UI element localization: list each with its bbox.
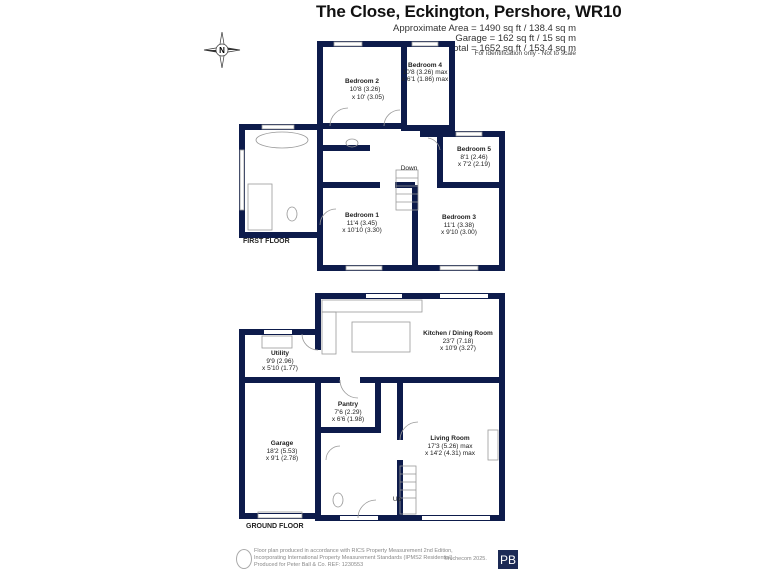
room-dimension: x 7'2 (2.19) xyxy=(458,161,490,168)
room-dimension: x 9'1 (2.78) xyxy=(266,455,298,462)
room-name: Bedroom 1 xyxy=(345,212,379,219)
room-dimension: x 5'10 (1.77) xyxy=(262,365,298,372)
footer-line: Floor plan produced in accordance with R… xyxy=(254,548,453,554)
room-dimension: 11'1 (3.38) xyxy=(444,222,474,229)
room-dimension: 17'3 (5.26) max xyxy=(428,443,474,450)
scale-note: For identification only - Not to scale xyxy=(474,50,576,57)
info-icon xyxy=(236,549,252,569)
ground-floor-walls xyxy=(239,293,505,521)
first-floor-label: FIRST FLOOR xyxy=(243,238,290,245)
property-title: The Close, Eckington, Pershore, WR10 xyxy=(316,2,622,21)
room-name: Bedroom 5 xyxy=(457,146,491,153)
compass-label: N xyxy=(219,46,225,55)
room-bedroom-4: Bedroom 4 10'8 (3.26) max x 6'1 (1.86) m… xyxy=(402,62,449,83)
room-name: Garage xyxy=(271,440,294,447)
room-living-room: Living Room 17'3 (5.26) max x 14'2 (4.31… xyxy=(425,435,476,457)
room-name: Kitchen / Dining Room xyxy=(423,330,493,337)
room-garage: Garage 18'2 (5.53) x 9'1 (2.78) xyxy=(266,440,298,462)
agent-logo: PB xyxy=(498,550,518,569)
room-dimension: 10'8 (3.26) max xyxy=(403,69,449,76)
stairs-up-label: Up xyxy=(393,496,402,503)
room-bedroom-2: Bedroom 2 10'8 (3.26) x 10' (3.05) xyxy=(345,78,384,101)
copyright: ©nichecom 2025. xyxy=(444,556,487,562)
room-dimension: 18'2 (5.53) xyxy=(267,448,298,455)
room-bedroom-5: Bedroom 5 8'1 (2.46) x 7'2 (2.19) xyxy=(457,146,491,168)
total-area: Total = 1652 sq ft / 153.4 sq m xyxy=(448,43,576,54)
ground-floor-label: GROUND FLOOR xyxy=(246,523,304,530)
room-dimension: x 10'10 (3.30) xyxy=(342,227,382,234)
room-name: Living Room xyxy=(430,435,470,442)
room-name: Bedroom 3 xyxy=(442,214,476,221)
room-dimension: x 6'6 (1.98) xyxy=(332,416,364,423)
garage-area: Garage = 162 sq ft / 15 sq m xyxy=(455,33,576,44)
room-pantry: Pantry 7'6 (2.29) x 6'6 (1.98) xyxy=(332,401,364,423)
room-utility: Utility 9'9 (2.96) x 5'10 (1.77) xyxy=(262,350,298,372)
room-dimension: x 14'2 (4.31) max xyxy=(425,450,476,457)
room-dimension: x 10' (3.05) xyxy=(352,94,384,101)
ground-floor-fixtures xyxy=(257,299,499,519)
first-floor-fixtures xyxy=(239,41,483,271)
footer-text: Floor plan produced in accordance with R… xyxy=(254,548,454,569)
room-dimension: 8'1 (2.46) xyxy=(460,154,487,161)
approximate-area: Approximate Area = 1490 sq ft / 138.4 sq… xyxy=(393,23,576,34)
room-dimension: 11'4 (3.45) xyxy=(347,220,377,227)
room-dimension: 23'7 (7.18) xyxy=(443,338,474,345)
compass-icon: N xyxy=(203,31,241,69)
room-dimension: x 10'9 (3.27) xyxy=(440,345,476,352)
room-dimension: 9'9 (2.96) xyxy=(266,358,293,365)
room-dimension: x 6'1 (1.86) max xyxy=(402,76,449,83)
stairs-down-label: Down xyxy=(401,165,418,172)
room-bedroom-3: Bedroom 3 11'1 (3.38) x 9'10 (3.00) xyxy=(441,214,477,236)
footer-line: Incorporating International Property Mea… xyxy=(254,555,454,561)
room-name: Bedroom 4 xyxy=(408,62,442,69)
room-dimension: 10'8 (3.26) xyxy=(350,86,381,93)
first-floor-windows xyxy=(240,42,482,270)
room-dimension: 7'6 (2.29) xyxy=(334,409,361,416)
room-bedroom-1: Bedroom 1 11'4 (3.45) x 10'10 (3.30) xyxy=(342,212,382,234)
room-dimension: x 9'10 (3.00) xyxy=(441,229,477,236)
room-name: Utility xyxy=(271,350,289,357)
room-name: Bedroom 2 xyxy=(345,78,379,85)
room-name: Pantry xyxy=(338,401,359,408)
room-kitchen-dining: Kitchen / Dining Room 23'7 (7.18) x 10'9… xyxy=(423,330,493,352)
footer-line: Produced for Peter Ball & Co. REF: 12305… xyxy=(254,562,364,568)
ground-floor-windows xyxy=(258,294,490,520)
